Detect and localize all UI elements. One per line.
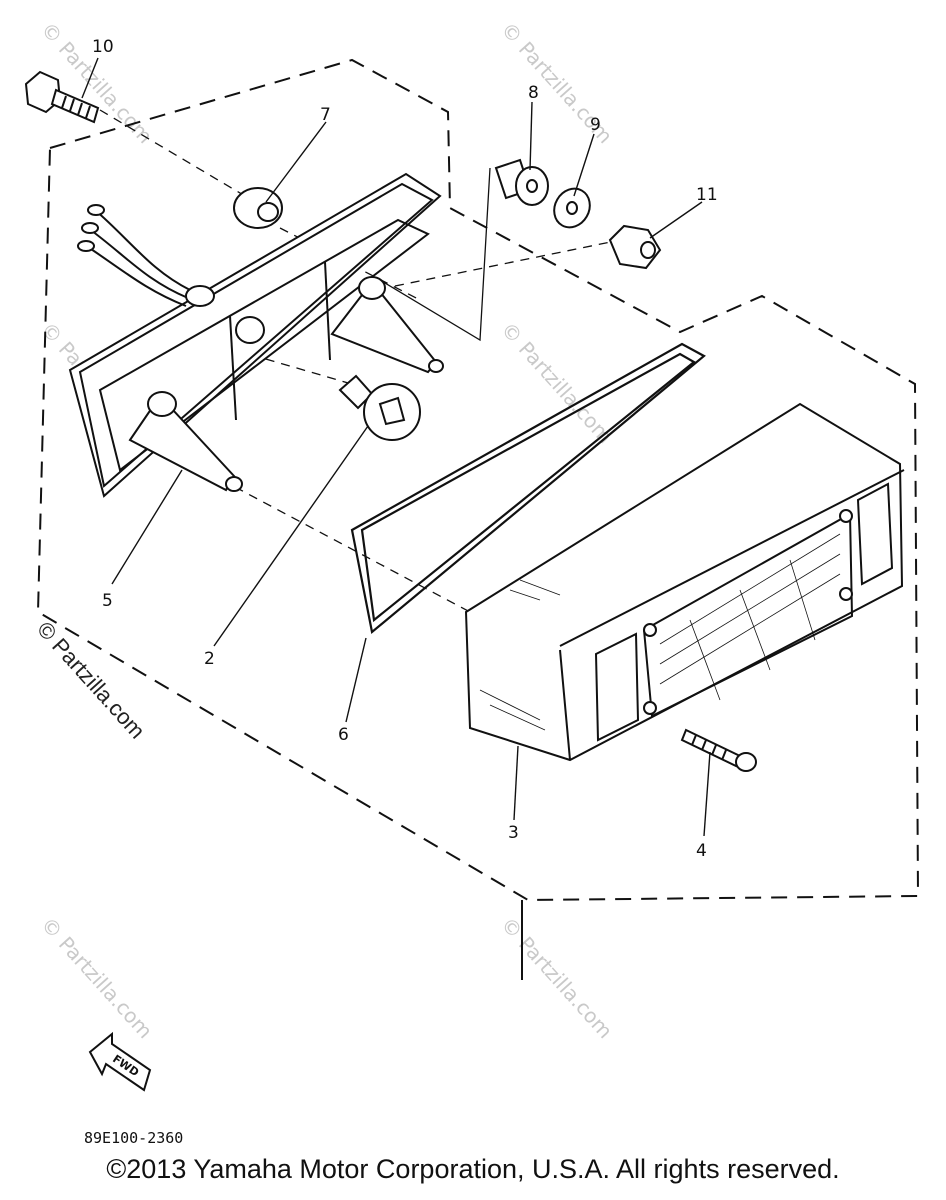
grommet-7 [233, 187, 283, 229]
lens-3 [464, 402, 905, 762]
bulb-2 [338, 374, 421, 441]
callout-9: 9 [590, 115, 601, 135]
callout-2: 2 [204, 649, 215, 669]
washer-9 [553, 187, 591, 229]
fwd-arrow: FWD [88, 1031, 152, 1092]
callout-6: 6 [338, 725, 349, 745]
watermark: © Partzilla.com [496, 317, 617, 448]
collar-8 [494, 158, 549, 206]
watermark: © Partzilla.com [36, 912, 157, 1043]
bolt-10 [24, 70, 100, 124]
callout-4: 4 [696, 841, 707, 861]
copyright-notice: ©2013 Yamaha Motor Corporation, U.S.A. A… [106, 1154, 840, 1184]
bracket-line [379, 167, 491, 342]
callout-8: 8 [528, 83, 539, 103]
callout-7: 7 [320, 105, 331, 125]
callout-11: 11 [696, 185, 718, 205]
screw-4 [680, 728, 757, 772]
dashed-boundary [36, 58, 920, 902]
callout-5: 5 [102, 591, 113, 611]
watermark-dark: © Partzilla.com [32, 617, 150, 744]
watermark: © Partzilla.com [496, 912, 617, 1043]
callouts: 10 7 8 9 11 5 2 6 3 4 [92, 37, 718, 861]
callout-10: 10 [92, 37, 114, 57]
callout-3: 3 [508, 823, 519, 843]
nut-11 [608, 224, 662, 270]
lamp-housing-5 [68, 172, 444, 498]
diagram-code: 89E100-2360 [84, 1129, 183, 1147]
gasket-6 [350, 342, 706, 635]
leader-lines [81, 57, 711, 837]
